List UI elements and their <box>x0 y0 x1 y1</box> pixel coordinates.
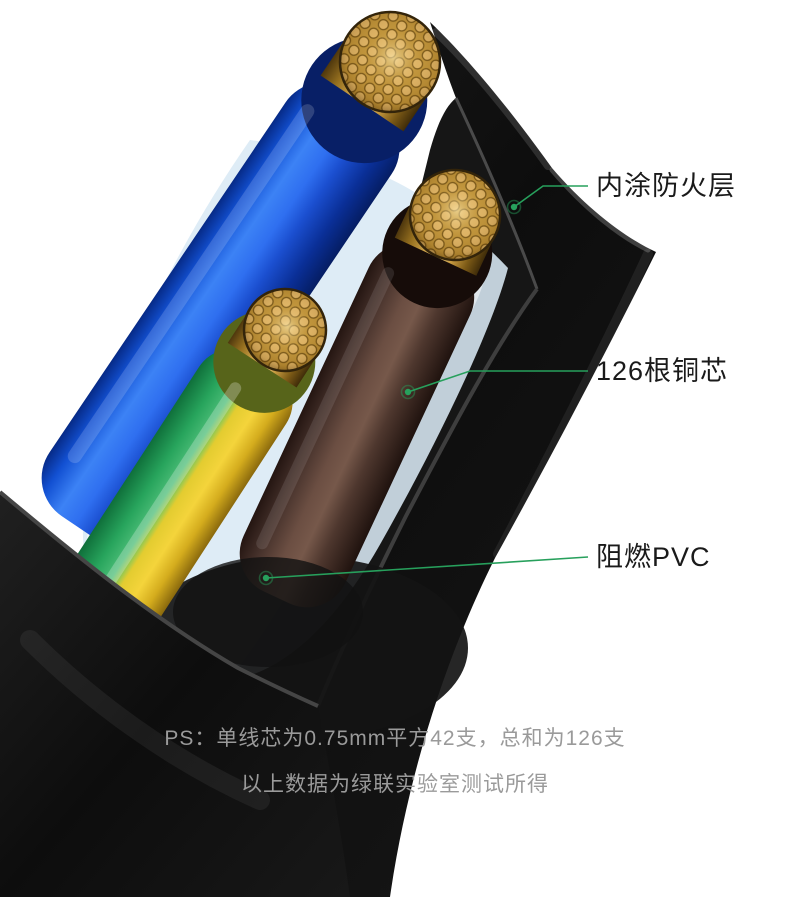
footnote-line-2: 以上数据为绿联实验室测试所得 <box>241 773 549 796</box>
callout-label-fireproof-layer: 内涂防火层 <box>596 171 736 201</box>
jacket-front-lip <box>0 490 350 897</box>
jacket-side-sheen <box>493 249 653 559</box>
jacket-front-sheen <box>20 630 270 810</box>
footnote-line-1: PS：单线芯为0.75mm平方42支，总和为126支 <box>164 727 626 750</box>
callout-dot-ring-copper-cores <box>400 384 416 400</box>
callout-dot-flame-retardant-pvc <box>262 574 270 582</box>
jacket-cut-rim-left <box>0 490 319 708</box>
brown-insulation <box>239 243 475 608</box>
brown-wire-end-shadow <box>173 557 363 667</box>
jacket-lip-sheen <box>549 167 651 253</box>
leader-line-copper-cores <box>407 370 588 393</box>
jacket-cut-rim-upper <box>454 97 539 290</box>
jacket-outer-sheen <box>432 28 552 170</box>
copper-strands-shading <box>244 289 326 371</box>
copper-strands-rim <box>242 287 328 373</box>
copper-strands-rim <box>408 168 502 262</box>
blue-insulation <box>41 82 400 545</box>
callout-leaders <box>258 185 589 586</box>
callout-dot-ring-flame-retardant-pvc <box>258 570 274 586</box>
callout-label-copper-cores: 126根铜芯 <box>596 356 729 386</box>
brown-insulation-gloss <box>256 267 395 550</box>
copper-strands-shading <box>340 12 440 112</box>
callout-dot-ring-fireproof-layer <box>506 199 522 215</box>
wire-brown-core <box>239 168 502 608</box>
leader-line-fireproof-layer <box>513 185 588 208</box>
callout-dot-fireproof-layer <box>510 203 518 211</box>
copper-strands-rim <box>338 10 442 114</box>
wire-blue-core <box>41 10 442 545</box>
callout-label-flame-retardant-pvc: 阻燃PVC <box>596 542 711 572</box>
copper-strands-shading <box>410 170 500 260</box>
leader-line-flame-retardant-pvc <box>265 556 589 579</box>
callout-dot-copper-cores <box>404 388 412 396</box>
jacket-front-lip-body <box>0 492 350 897</box>
blue-insulation-gloss <box>67 104 315 464</box>
footnote: PS：单线芯为0.75mm平方42支，总和为126支 以上数据为绿联实验室测试所… <box>0 722 790 798</box>
